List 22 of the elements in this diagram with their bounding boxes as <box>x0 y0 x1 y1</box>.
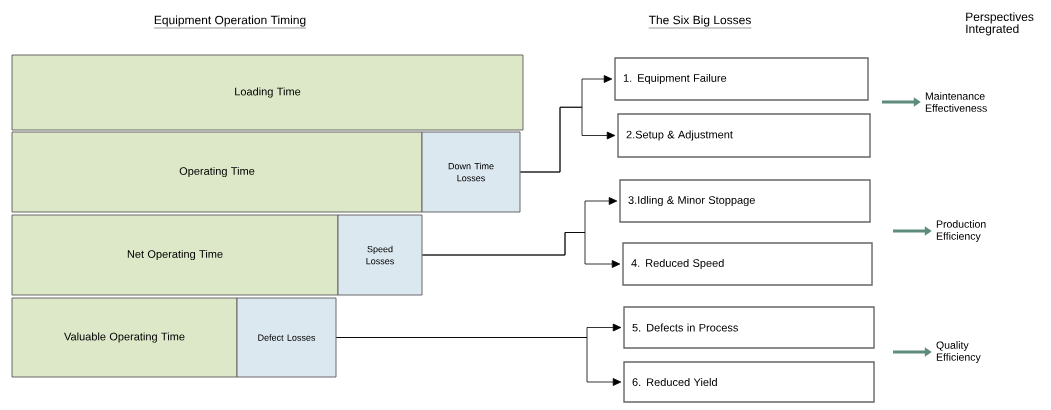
big-loss-box: 5. Defects in Process <box>623 306 875 349</box>
loss-box: Down Time Losses <box>421 131 521 213</box>
time-bar: Operating Time <box>11 131 423 213</box>
big-loss-box: 2.Setup & Adjustment <box>617 113 871 158</box>
arrow <box>422 232 621 268</box>
time-bar: Valuable Operating Time <box>11 297 238 378</box>
arrow <box>520 106 616 173</box>
heading: Equipment Operation Timing <box>153 15 307 29</box>
loss-box: Speed Losses <box>337 214 423 296</box>
arrow <box>336 337 622 386</box>
perspective-label: Quality Efficiency <box>936 341 981 363</box>
heading: The Six Big Losses <box>648 15 752 29</box>
perspective-label: Production Efficiency <box>936 220 986 242</box>
big-loss-box: 6. Reduced Yield <box>623 361 875 403</box>
big-loss-box: 1. Equipment Failure <box>614 57 869 101</box>
time-bar: Loading Time <box>11 54 524 131</box>
big-loss-box: 3.Idling & Minor Stoppage <box>619 179 871 223</box>
loss-box: Defect Losses <box>236 297 337 378</box>
perspective-label: Maintenance Effectiveness <box>925 92 987 112</box>
heading: Perspectives Integrated <box>966 12 1034 36</box>
big-loss-box: 4. Reduced Speed <box>622 242 873 286</box>
time-bar: Net Operating Time <box>11 214 339 296</box>
